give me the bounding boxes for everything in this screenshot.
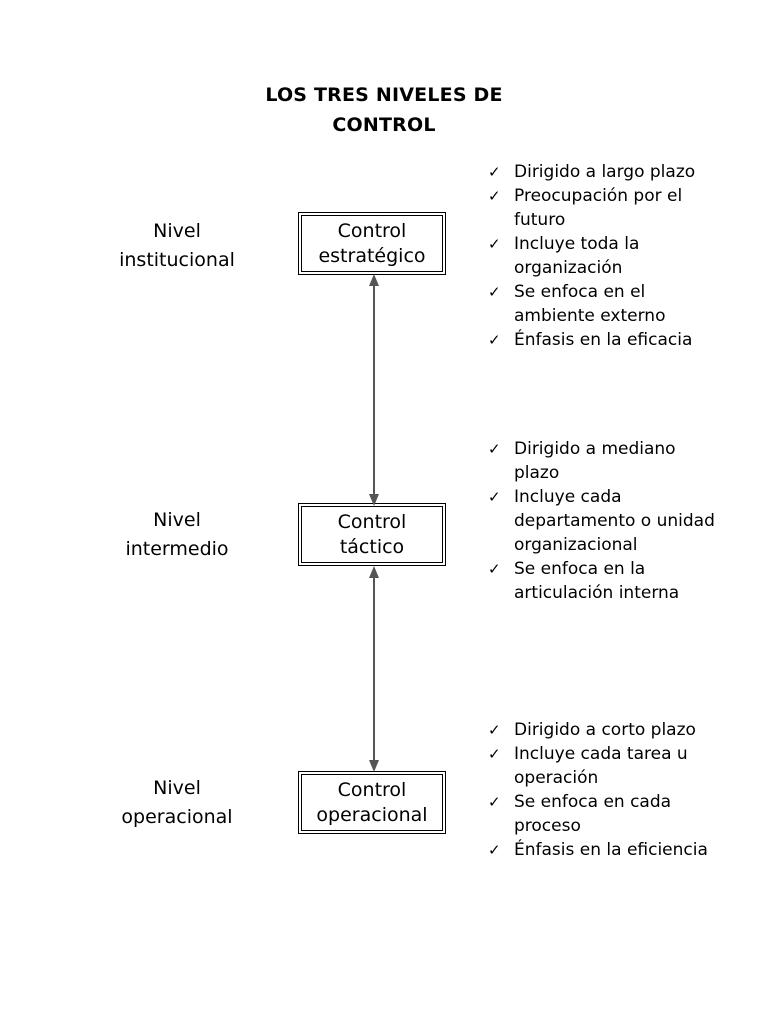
list-item-label: Se enfoca en cada proceso [514, 792, 672, 836]
list-item-label: Énfasis en la eficiencia [514, 840, 708, 860]
node-box-control-operacional-line-1: Control [337, 778, 407, 801]
node-box-control-estrategico: Control estratégico [298, 212, 446, 275]
connector-arrow-tactico-operacional [358, 566, 390, 772]
node-box-control-tactico-inner: Control táctico [301, 506, 443, 563]
list-item-label: Preocupación por el futuro [514, 186, 683, 230]
level-label-operacional-line-2: operacional [121, 806, 233, 828]
double-headed-arrow-icon [369, 274, 379, 506]
list-item: ✓ Énfasis en la eficacia [487, 328, 719, 352]
level-label-operacional: Nivel operacional [62, 774, 292, 832]
list-item: ✓ Incluye cada tarea u operación [487, 742, 719, 790]
list-item: ✓ Se enfoca en la articulación interna [487, 557, 719, 605]
check-icon: ✓ [488, 488, 501, 506]
level-label-intermedio: Nivel intermedio [62, 506, 292, 564]
node-box-control-tactico: Control táctico [298, 503, 446, 566]
check-icon: ✓ [488, 721, 501, 739]
node-box-control-estrategico-line-2: estratégico [318, 244, 426, 267]
list-item: ✓ Incluye cada departamento o unidad orga… [487, 485, 719, 557]
check-icon: ✓ [488, 560, 501, 578]
page-title-line-2: CONTROL [332, 114, 436, 136]
list-item: ✓ Dirigido a largo plazo [487, 160, 719, 184]
connector-arrow-estrategico-tactico [358, 274, 390, 506]
list-item-label: Énfasis en la eficacia [514, 330, 693, 350]
list-item: ✓ Incluye toda la organización [487, 232, 719, 280]
check-icon: ✓ [488, 841, 501, 859]
list-item-label: Incluye cada departamento o unidad organ… [514, 487, 715, 555]
node-box-control-tactico-line-1: Control [337, 510, 407, 533]
list-item-label: Se enfoca en la articulación interna [514, 559, 680, 603]
list-item: ✓ Dirigido a mediano plazo [487, 437, 719, 485]
list-item: ✓ Énfasis en la eficiencia [487, 838, 719, 862]
list-item-label: Dirigido a corto plazo [514, 720, 696, 740]
check-icon: ✓ [488, 331, 501, 349]
bullet-list-control-operacional: ✓ Dirigido a corto plazo ✓ Incluye cada ta… [487, 718, 719, 862]
check-icon: ✓ [488, 793, 501, 811]
node-box-control-tactico-line-2: táctico [339, 535, 405, 558]
node-box-control-estrategico-inner: Control estratégico [301, 215, 443, 272]
level-label-institucional-line-2: institucional [119, 249, 235, 271]
list-item: ✓ Se enfoca en el ambiente externo [487, 280, 719, 328]
check-icon: ✓ [488, 745, 501, 763]
bullet-list-control-tactico: ✓ Dirigido a mediano plazo ✓ Incluye cada … [487, 437, 719, 605]
page-title-line-1: LOS TRES NIVELES DE [265, 84, 503, 106]
check-icon: ✓ [488, 163, 501, 181]
list-item: ✓ Preocupación por el futuro [487, 184, 719, 232]
level-label-intermedio-line-1: Nivel [153, 509, 201, 531]
page-title: LOS TRES NIVELES DE CONTROL [184, 80, 584, 140]
check-icon: ✓ [488, 187, 501, 205]
list-item-label: Se enfoca en el ambiente externo [514, 282, 666, 326]
node-box-control-estrategico-line-1: Control [337, 219, 407, 242]
level-label-institucional: Nivel institucional [62, 217, 292, 275]
node-box-control-operacional: Control operacional [298, 771, 446, 834]
check-icon: ✓ [488, 283, 501, 301]
level-label-institucional-line-1: Nivel [153, 220, 201, 242]
list-item: ✓ Dirigido a corto plazo [487, 718, 719, 742]
list-item: ✓ Se enfoca en cada proceso [487, 790, 719, 838]
list-item-label: Incluye toda la organización [514, 234, 640, 278]
check-icon: ✓ [488, 440, 501, 458]
check-icon: ✓ [488, 235, 501, 253]
double-headed-arrow-icon [369, 566, 379, 772]
node-box-control-operacional-inner: Control operacional [301, 774, 443, 831]
level-label-operacional-line-1: Nivel [153, 777, 201, 799]
bullet-list-control-estrategico: ✓ Dirigido a largo plazo ✓ Preocupación po… [487, 160, 719, 352]
node-box-control-operacional-line-2: operacional [316, 803, 428, 826]
list-item-label: Dirigido a mediano plazo [514, 439, 676, 483]
list-item-label: Incluye cada tarea u operación [514, 744, 688, 788]
list-item-label: Dirigido a largo plazo [514, 162, 696, 182]
level-label-intermedio-line-2: intermedio [125, 538, 229, 560]
